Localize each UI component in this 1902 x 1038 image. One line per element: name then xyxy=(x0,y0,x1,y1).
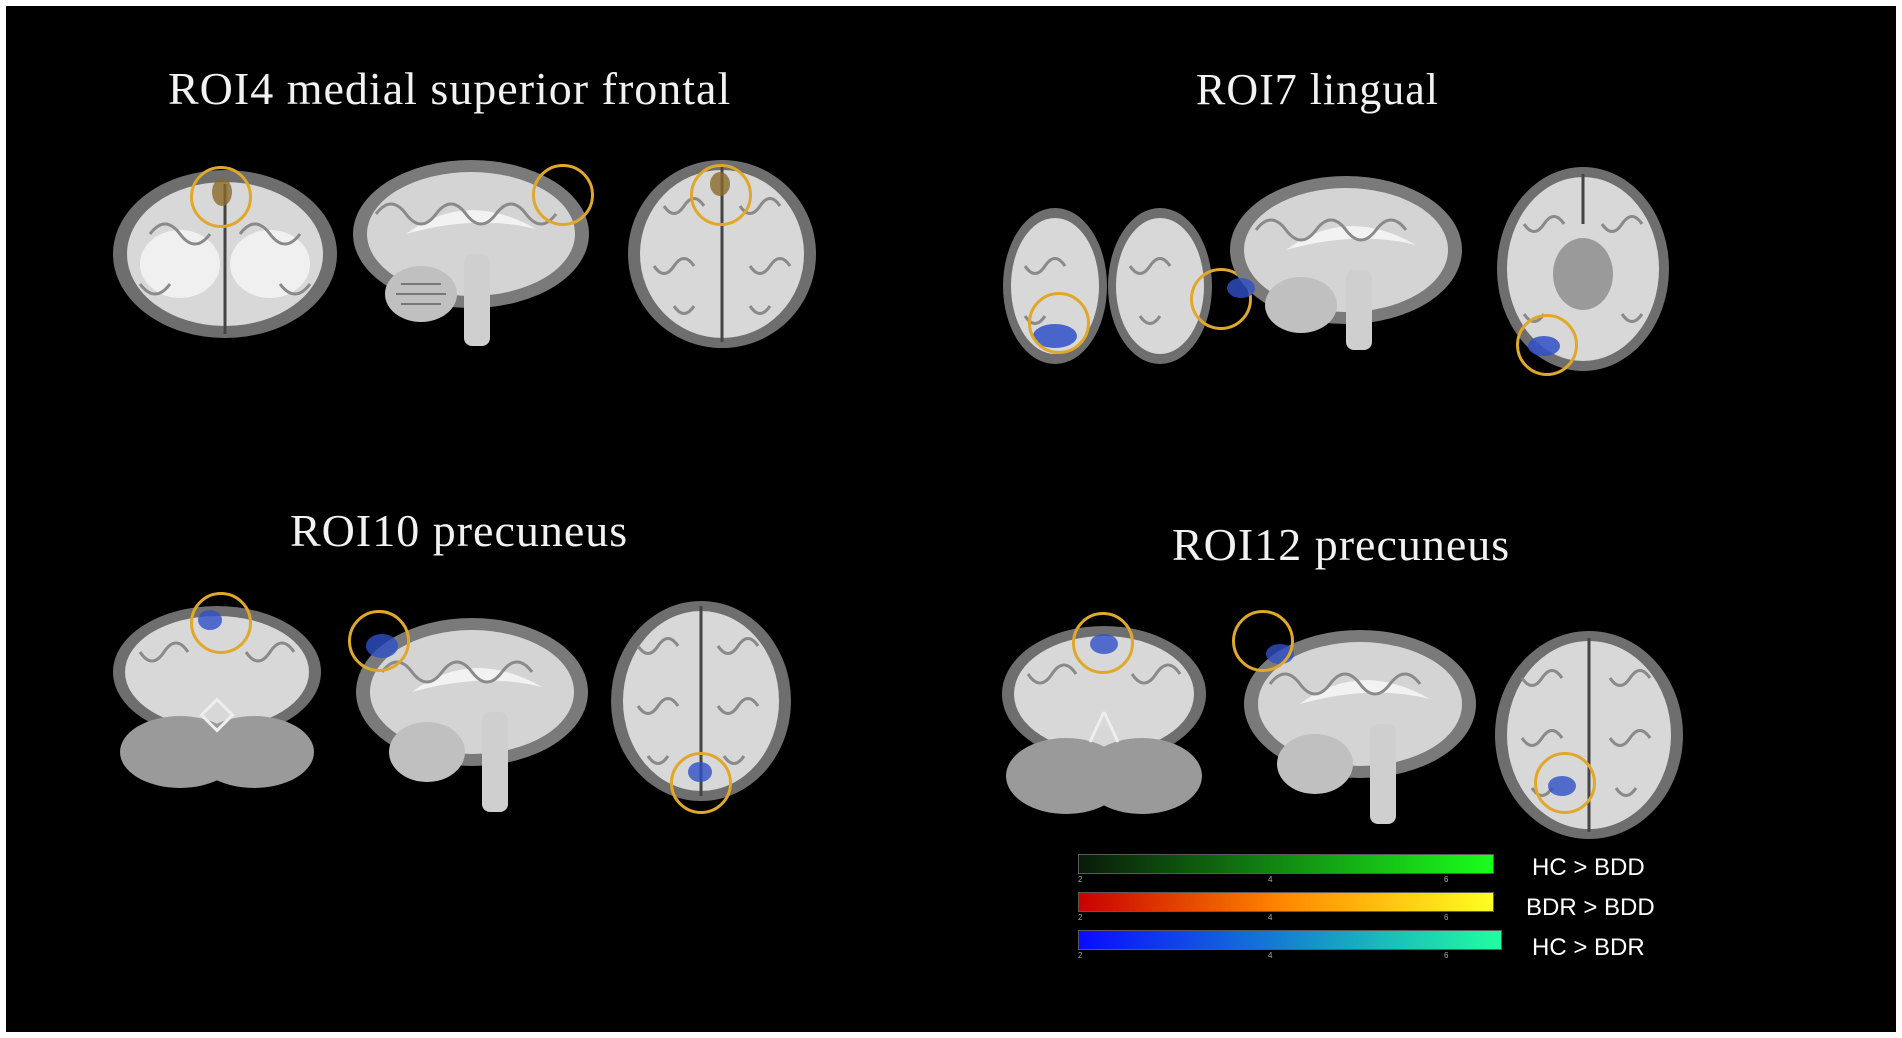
colorbar-hc-bdr xyxy=(1078,930,1502,950)
colorbar-hc-bdd xyxy=(1078,854,1494,874)
roi4-axial-circle xyxy=(690,164,752,226)
colorbar-bdr-bdd xyxy=(1078,892,1494,912)
legend-label-hc-bdd: HC > BDD xyxy=(1532,854,1645,881)
panel-title-roi12: ROI12 precuneus xyxy=(1172,519,1511,570)
roi12-sagittal-circle xyxy=(1232,610,1294,672)
roi10-coronal-circle xyxy=(190,592,252,654)
legend-label-bdr-bdd: BDR > BDD xyxy=(1526,894,1655,921)
tick-label: 6 xyxy=(1444,913,1449,922)
roi4-coronal-slice xyxy=(110,164,340,349)
colorbar-hc-bdd-ticks: 2 4 6 xyxy=(1078,875,1494,885)
roi12-axial-slice xyxy=(1492,628,1686,847)
roi10-axial-circle xyxy=(670,752,732,814)
roi4-sagittal-slice xyxy=(346,154,596,359)
roi4-coronal-circle xyxy=(190,166,252,228)
roi10-coronal-slice xyxy=(110,602,324,797)
tick-label: 2 xyxy=(1078,875,1083,884)
roi7-coronal-slice xyxy=(1000,206,1220,381)
legend-label-hc-bdr: HC > BDR xyxy=(1532,934,1645,961)
tick-label: 2 xyxy=(1078,951,1083,960)
tick-label: 4 xyxy=(1268,913,1273,922)
panel-title-roi10: ROI10 precuneus xyxy=(290,505,629,556)
roi12-coronal-slice xyxy=(1000,622,1208,823)
roi4-sagittal-circle xyxy=(532,164,594,226)
roi10-sagittal-slice xyxy=(332,612,592,827)
roi10-sagittal-circle xyxy=(348,610,410,672)
roi10-axial-slice xyxy=(608,596,794,811)
roi12-axial-circle xyxy=(1534,752,1596,814)
roi4-axial-slice xyxy=(624,156,820,357)
panel-title-roi4: ROI4 medial superior frontal xyxy=(168,63,732,114)
tick-label: 4 xyxy=(1268,951,1273,960)
panel-title-roi7: ROI7 lingual xyxy=(1196,65,1439,114)
tick-label: 6 xyxy=(1444,875,1449,884)
colorbar-hc-bdr-ticks: 2 4 6 xyxy=(1078,951,1502,961)
figure-frame: ROI4 medial superior frontal ROI7 lingua… xyxy=(6,6,1896,1032)
roi12-coronal-circle xyxy=(1072,612,1134,674)
colorbar-bdr-bdd-ticks: 2 4 6 xyxy=(1078,913,1494,923)
tick-label: 2 xyxy=(1078,913,1083,922)
roi7-coronal-circle xyxy=(1028,292,1090,354)
roi7-coronal-circle-2 xyxy=(1190,268,1252,330)
tick-label: 6 xyxy=(1444,951,1449,960)
roi7-sagittal-slice xyxy=(1206,170,1466,375)
roi7-axial-circle xyxy=(1516,314,1578,376)
tick-label: 4 xyxy=(1268,875,1273,884)
